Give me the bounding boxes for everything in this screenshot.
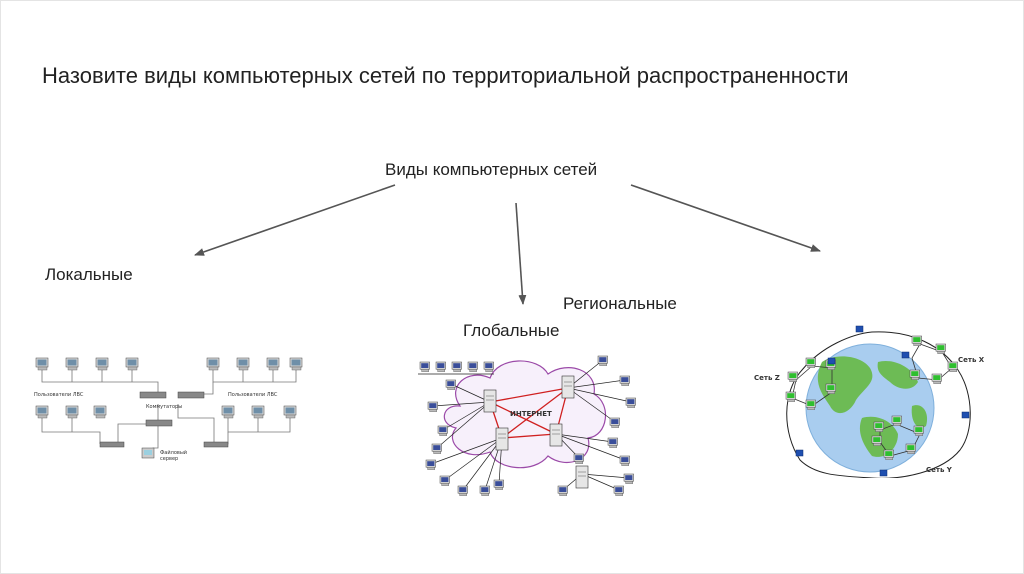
computer-icon bbox=[935, 343, 946, 354]
computer-icon bbox=[437, 425, 448, 436]
computer-icon bbox=[95, 357, 109, 371]
computer-icon bbox=[65, 357, 79, 371]
globe-land bbox=[817, 356, 873, 414]
net-z-label: Сеть Z bbox=[754, 374, 780, 382]
computer-icon bbox=[451, 361, 462, 372]
computer-icon bbox=[909, 369, 920, 380]
computer-icon bbox=[483, 361, 494, 372]
router-node-icon bbox=[827, 357, 836, 365]
computer-icon bbox=[619, 455, 630, 466]
computer-icon bbox=[206, 357, 220, 371]
computer-icon bbox=[445, 379, 456, 390]
arrow-to-global bbox=[515, 202, 527, 305]
switch-icon bbox=[145, 419, 173, 427]
computer-icon bbox=[283, 405, 297, 419]
slide-title: Назовите виды компьютерных сетей по терр… bbox=[42, 63, 849, 88]
computer-icon bbox=[787, 371, 798, 382]
switch-icon bbox=[177, 391, 205, 399]
computer-icon bbox=[435, 361, 446, 372]
computer-icon bbox=[221, 405, 235, 419]
computer-icon bbox=[871, 435, 882, 446]
computer-icon bbox=[913, 425, 924, 436]
computer-icon bbox=[905, 443, 916, 454]
computer-icon bbox=[931, 373, 942, 384]
router-node-icon bbox=[901, 351, 910, 359]
lan-switches-label: Коммутаторы bbox=[146, 404, 182, 410]
computer-icon bbox=[609, 417, 620, 428]
computer-icon bbox=[947, 361, 958, 372]
computer-icon bbox=[425, 459, 436, 470]
computer-icon bbox=[613, 485, 624, 496]
arrow-to-local bbox=[194, 184, 396, 256]
computer-icon bbox=[93, 405, 107, 419]
server-icon bbox=[561, 375, 575, 399]
computer-icon bbox=[289, 357, 303, 371]
server-icon bbox=[495, 427, 509, 451]
wan-network-illustration: ИНТЕРНЕТ bbox=[418, 355, 636, 496]
computer-icon bbox=[873, 421, 884, 432]
computer-icon bbox=[619, 375, 630, 386]
computer-icon bbox=[35, 357, 49, 371]
internet-cloud-label: ИНТЕРНЕТ bbox=[510, 410, 552, 418]
computer-icon bbox=[891, 415, 902, 426]
computer-icon bbox=[251, 405, 265, 419]
computer-icon bbox=[607, 437, 618, 448]
computer-icon bbox=[785, 391, 796, 402]
computer-icon bbox=[479, 485, 490, 496]
router-node-icon bbox=[879, 469, 888, 477]
computer-icon bbox=[65, 405, 79, 419]
arrow-to-regional bbox=[630, 184, 821, 252]
computer-icon bbox=[431, 443, 442, 454]
computer-icon bbox=[805, 357, 816, 368]
regional-network-illustration: Сеть X Сеть Y Сеть Z bbox=[754, 325, 985, 478]
server-icon bbox=[141, 447, 155, 459]
computer-icon bbox=[625, 397, 636, 408]
branch-global-label: Глобальные bbox=[463, 321, 560, 340]
computer-icon bbox=[825, 383, 836, 394]
switch-icon bbox=[99, 441, 125, 448]
computer-icon bbox=[467, 361, 478, 372]
net-x-label: Сеть X bbox=[958, 356, 985, 364]
server-icon bbox=[483, 389, 497, 413]
computer-icon bbox=[457, 485, 468, 496]
computer-icon bbox=[266, 357, 280, 371]
computer-icon bbox=[439, 475, 450, 486]
switch-icon bbox=[139, 391, 167, 399]
globe-land bbox=[877, 360, 918, 389]
server-icon bbox=[549, 423, 563, 447]
router-node-icon bbox=[795, 449, 804, 457]
lan-file-server-label-2: сервер bbox=[160, 456, 178, 462]
branch-regional-label: Региональные bbox=[563, 294, 677, 313]
computer-icon bbox=[597, 355, 608, 366]
branch-local-label: Локальные bbox=[45, 265, 133, 284]
computer-icon bbox=[125, 357, 139, 371]
computer-icon bbox=[419, 361, 430, 372]
computer-icon bbox=[236, 357, 250, 371]
lan-file-server-label-1: Файловый bbox=[160, 449, 187, 456]
net-y-label: Сеть Y bbox=[926, 466, 953, 474]
router-node-icon bbox=[855, 325, 864, 333]
computer-icon bbox=[557, 485, 568, 496]
router-node-icon bbox=[961, 411, 970, 419]
computer-icon bbox=[493, 479, 504, 490]
lan-users-left-label: Пользователи ЛВС bbox=[34, 392, 84, 398]
computer-icon bbox=[35, 405, 49, 419]
lan-network-illustration: Пользователи ЛВС Пользователи ЛВС Коммут… bbox=[34, 357, 303, 462]
lan-users-right-label: Пользователи ЛВС bbox=[228, 392, 278, 398]
computer-icon bbox=[573, 453, 584, 464]
computer-icon bbox=[427, 401, 438, 412]
computer-icon bbox=[883, 449, 894, 460]
computer-icon bbox=[805, 399, 816, 410]
server-icon bbox=[575, 465, 589, 489]
computer-icon bbox=[911, 335, 922, 346]
root-node-label: Виды компьютерных сетей bbox=[385, 160, 598, 179]
computer-icon bbox=[623, 473, 634, 484]
globe-land bbox=[911, 405, 928, 428]
switch-icon bbox=[203, 441, 229, 448]
